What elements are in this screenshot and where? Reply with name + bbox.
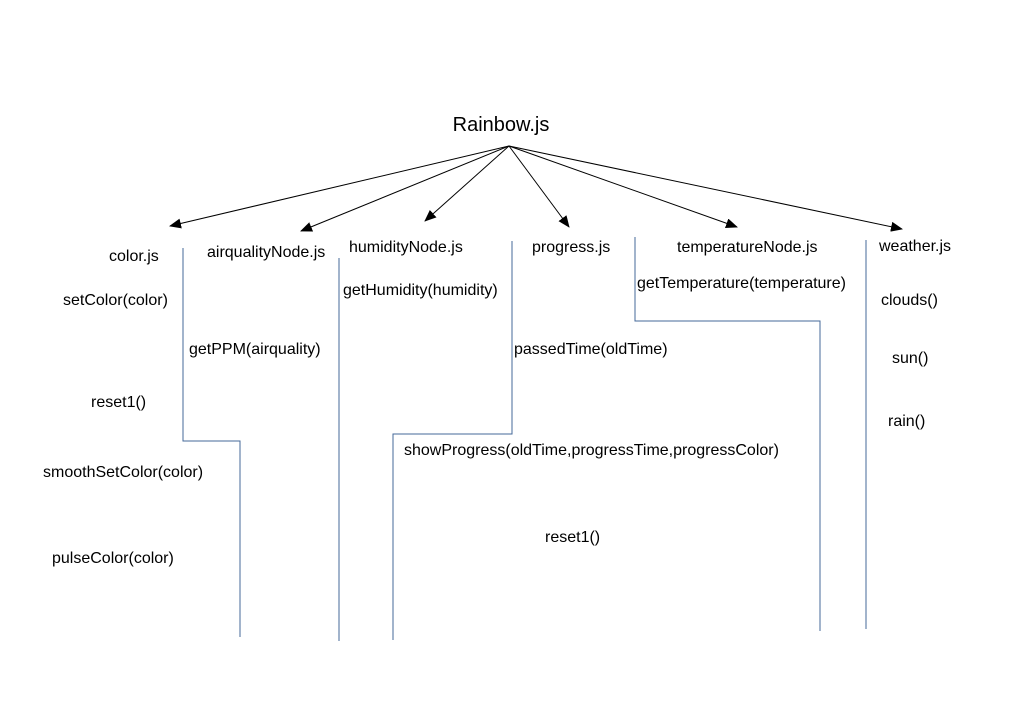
function-label-progress-passedTime: passedTime(oldTime) bbox=[514, 341, 668, 358]
function-label-color-pulseColor: pulseColor(color) bbox=[52, 550, 174, 567]
separator-humidity-progress bbox=[392, 241, 513, 640]
module-label-weather: weather.js bbox=[878, 238, 951, 255]
function-label-weather-clouds: clouds() bbox=[881, 292, 938, 309]
function-label-color-setColor: setColor(color) bbox=[63, 292, 168, 309]
edge-root-airquality bbox=[300, 145, 510, 232]
root-node-label: Rainbow.js bbox=[453, 114, 550, 136]
function-label-airquality-getPPM: getPPM(airquality) bbox=[189, 341, 321, 358]
separator-color-airquality bbox=[182, 248, 241, 637]
function-label-humidity-getHumidity: getHumidity(humidity) bbox=[343, 282, 498, 299]
function-label-temperature-getTemperature: getTemperature(temperature) bbox=[637, 275, 846, 292]
edge-root-humidity bbox=[424, 145, 510, 222]
function-label-weather-sun: sun() bbox=[892, 350, 928, 367]
function-label-progress-reset1: reset1() bbox=[545, 529, 600, 546]
edge-root-progress bbox=[508, 145, 570, 228]
separator-progress-temperature bbox=[634, 237, 821, 631]
module-label-temperature: temperatureNode.js bbox=[677, 239, 818, 256]
module-labels: color.js airqualityNode.js humidityNode.… bbox=[109, 238, 951, 265]
edge-root-color bbox=[169, 145, 510, 229]
function-label-color-reset1: reset1() bbox=[91, 394, 146, 411]
function-label-color-smoothSetColor: smoothSetColor(color) bbox=[43, 464, 203, 481]
function-labels: setColor(color) reset1() smoothSetColor(… bbox=[43, 275, 938, 567]
function-label-weather-rain: rain() bbox=[888, 413, 925, 430]
function-label-progress-showProgress: showProgress(oldTime,progressTime,progre… bbox=[404, 442, 779, 459]
edges bbox=[169, 145, 903, 232]
module-label-airquality: airqualityNode.js bbox=[207, 244, 325, 261]
edge-root-weather bbox=[508, 145, 903, 232]
module-label-color: color.js bbox=[109, 248, 159, 265]
separators bbox=[182, 237, 867, 641]
edge-root-temperature bbox=[508, 145, 738, 229]
module-label-progress: progress.js bbox=[532, 239, 610, 256]
module-label-humidity: humidityNode.js bbox=[349, 239, 463, 256]
